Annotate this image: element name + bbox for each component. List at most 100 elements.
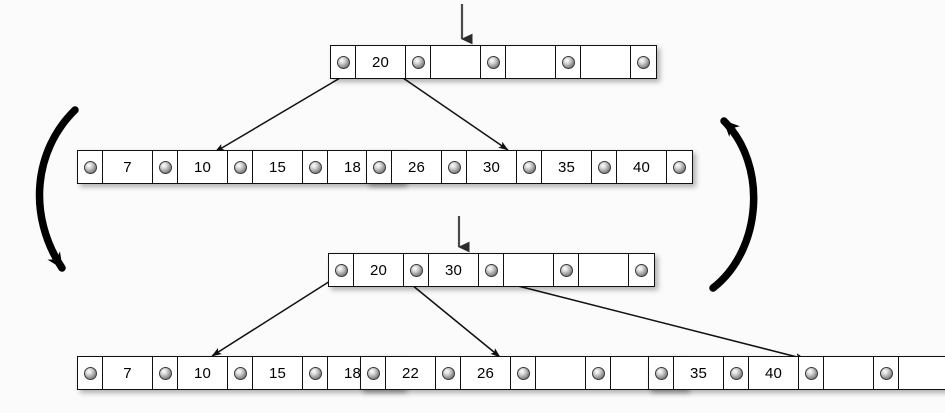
key-cell-empty[interactable]	[431, 46, 481, 78]
key-cell[interactable]: 20	[356, 46, 406, 78]
pointer-cell[interactable]	[479, 254, 504, 286]
pointer-dot-icon	[654, 366, 668, 380]
key-cell[interactable]: 7	[103, 357, 153, 389]
pointer-cell[interactable]	[228, 357, 253, 389]
pointer-dot-icon	[591, 366, 605, 380]
pointer-cell[interactable]	[153, 357, 178, 389]
right-curved-arrow	[709, 117, 758, 292]
pointer-cell[interactable]	[649, 357, 674, 389]
pointer-dot-icon	[366, 366, 380, 380]
key-cell[interactable]: 30	[467, 151, 517, 183]
leaf-node-before-right[interactable]: 26 30 35 40	[366, 150, 693, 184]
pointer-dot-icon	[83, 160, 97, 174]
edge-after-root-to-middle-leaf	[400, 275, 501, 358]
pointer-cell[interactable]	[724, 357, 749, 389]
pointer-dot-icon	[522, 160, 536, 174]
pointer-dot-icon	[729, 366, 743, 380]
key-cell[interactable]: 20	[354, 254, 404, 286]
key-cell[interactable]: 35	[674, 357, 724, 389]
pointer-cell[interactable]	[406, 46, 431, 78]
pointer-dot-icon	[484, 263, 498, 277]
edge-after-root-to-left-leaf	[211, 275, 339, 357]
pointer-dot-icon	[804, 366, 818, 380]
pointer-cell[interactable]	[556, 46, 581, 78]
key-cell-empty[interactable]	[581, 46, 631, 78]
pointer-dot-icon	[637, 55, 650, 69]
pointer-cell[interactable]	[367, 151, 392, 183]
pointer-dot-icon	[233, 160, 247, 174]
pointer-cell[interactable]	[436, 357, 461, 389]
key-cell[interactable]: 7	[103, 151, 153, 183]
key-cell-empty[interactable]	[504, 254, 554, 286]
key-cell[interactable]: 40	[617, 151, 667, 183]
key-cell[interactable]: 30	[429, 254, 479, 286]
key-cell[interactable]: 22	[386, 357, 436, 389]
pointer-cell[interactable]	[799, 357, 824, 389]
pointer-cell[interactable]	[554, 254, 579, 286]
pointer-cell[interactable]	[586, 357, 611, 389]
pointer-cell[interactable]	[153, 151, 178, 183]
edge-before-root-to-right-leaf	[402, 77, 509, 151]
pointer-cell[interactable]	[303, 357, 328, 389]
leaf-node-after-right[interactable]: 35 40	[648, 356, 945, 390]
pointer-cell[interactable]	[78, 151, 103, 183]
pointer-dot-icon	[308, 160, 322, 174]
pointer-dot-icon	[597, 160, 611, 174]
pointer-dot-icon	[559, 263, 573, 277]
pointer-cell[interactable]	[228, 151, 253, 183]
pointer-dot-icon	[158, 366, 172, 380]
key-cell[interactable]: 26	[461, 357, 511, 389]
key-cell[interactable]: 10	[178, 357, 228, 389]
pointer-dot-icon	[561, 55, 575, 69]
pointer-cell[interactable]	[874, 357, 899, 389]
pointer-cell[interactable]	[629, 254, 654, 286]
pointer-cell[interactable]	[667, 151, 692, 183]
pointer-cell[interactable]	[481, 46, 506, 78]
root-node-before[interactable]: 20	[330, 45, 657, 79]
key-cell-empty[interactable]	[536, 357, 586, 389]
pointer-dot-icon	[516, 366, 530, 380]
key-cell[interactable]: 15	[253, 357, 303, 389]
pointer-cell[interactable]	[404, 254, 429, 286]
key-cell[interactable]: 40	[749, 357, 799, 389]
pointer-cell[interactable]	[517, 151, 542, 183]
pointer-dot-icon	[372, 160, 386, 174]
pointer-dot-icon	[308, 366, 322, 380]
pointer-dot-icon	[486, 55, 500, 69]
pointer-dot-icon	[336, 55, 350, 69]
pointer-dot-icon	[635, 263, 648, 277]
pointer-cell[interactable]	[361, 357, 386, 389]
key-cell[interactable]: 10	[178, 151, 228, 183]
key-cell-empty[interactable]	[579, 254, 629, 286]
pointer-cell[interactable]	[592, 151, 617, 183]
key-cell[interactable]: 35	[542, 151, 592, 183]
pointer-cell[interactable]	[331, 46, 356, 78]
pointer-cell[interactable]	[442, 151, 467, 183]
pointer-dot-icon	[879, 366, 893, 380]
pointer-cell[interactable]	[303, 151, 328, 183]
leaf-node-after-middle[interactable]: 22 26	[360, 356, 687, 390]
pointer-dot-icon	[447, 160, 461, 174]
pointer-cell[interactable]	[78, 357, 103, 389]
pointer-cell[interactable]	[329, 254, 354, 286]
key-cell[interactable]: 26	[392, 151, 442, 183]
edge-before-root-to-left-leaf	[214, 77, 341, 153]
key-cell-empty[interactable]	[506, 46, 556, 78]
key-cell-empty[interactable]	[899, 357, 945, 389]
pointer-dot-icon	[441, 366, 455, 380]
left-curved-arrow	[35, 106, 79, 272]
pointer-dot-icon	[158, 160, 172, 174]
pointer-dot-icon	[673, 160, 686, 174]
key-cell[interactable]: 15	[253, 151, 303, 183]
pointer-cell[interactable]	[631, 46, 656, 78]
pointer-dot-icon	[233, 366, 247, 380]
pointer-dot-icon	[83, 366, 97, 380]
key-cell-empty[interactable]	[824, 357, 874, 389]
pointer-dot-icon	[334, 263, 348, 277]
pointer-dot-icon	[409, 263, 423, 277]
pointer-cell[interactable]	[511, 357, 536, 389]
